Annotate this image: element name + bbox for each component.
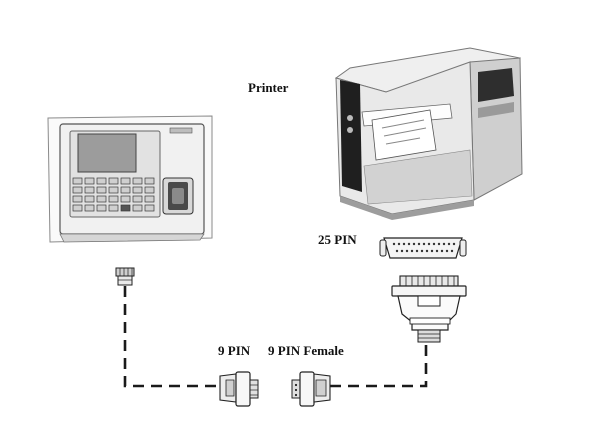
keypad	[72, 177, 155, 212]
fingerprint-sensor	[162, 177, 194, 215]
label-printer-icon	[334, 47, 523, 220]
pin9-female-label: 9 PIN Female	[268, 343, 344, 358]
db25-connector-icon	[379, 237, 467, 259]
db25-cable-plug-icon	[391, 275, 467, 343]
fingerprint-terminal-icon	[47, 115, 213, 243]
db9-female-connector-icon	[291, 371, 331, 407]
rj-plug-icon	[115, 267, 135, 286]
pin25-label: 25 PIN	[318, 232, 357, 247]
db9-male-connector-icon	[219, 371, 259, 407]
dashed-cable	[123, 286, 428, 388]
pin9-label: 9 PIN	[218, 343, 251, 358]
printer-label: Printer	[248, 80, 289, 95]
